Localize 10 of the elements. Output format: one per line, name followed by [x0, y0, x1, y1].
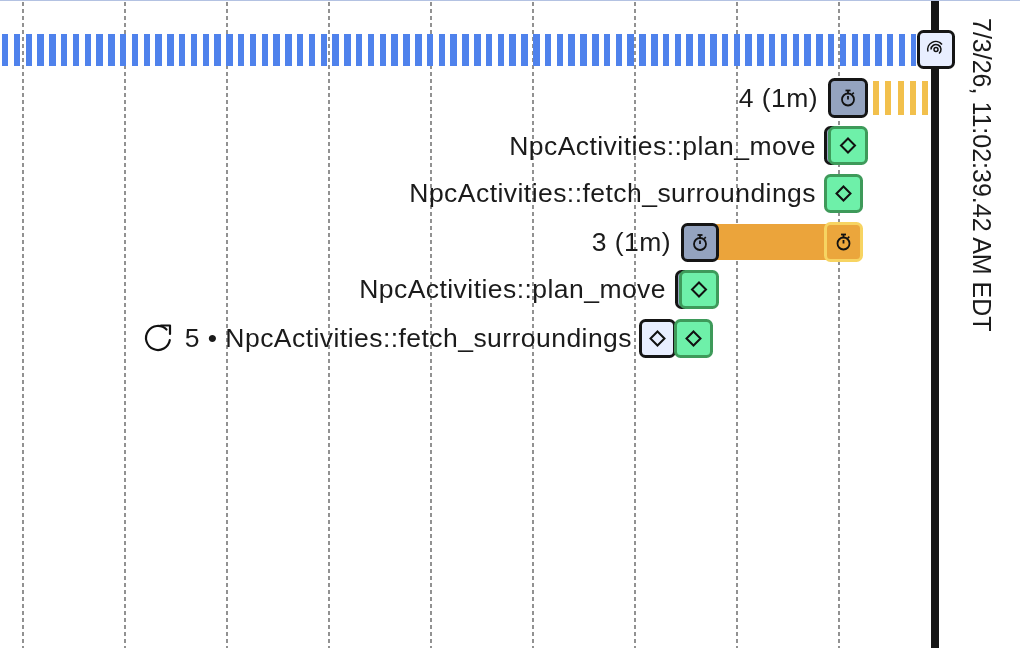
- timestamp-label: 7/3/26, 11:02:39.42 AM EDT: [967, 18, 997, 332]
- striped-timer-bar: [873, 81, 931, 115]
- event-label: NpcActivities::plan_move: [509, 131, 816, 161]
- striped-timeline-bar: [2, 34, 916, 66]
- event-label: 5 • NpcActivities::fetch_surroundings: [184, 323, 632, 353]
- event-label: 3 (1m): [591, 227, 671, 257]
- timer-bar: [716, 224, 828, 260]
- event-label: NpcActivities::fetch_surroundings: [409, 178, 816, 208]
- event-label: 4 (1m): [738, 83, 818, 113]
- event-label: NpcActivities::plan_move: [359, 274, 666, 304]
